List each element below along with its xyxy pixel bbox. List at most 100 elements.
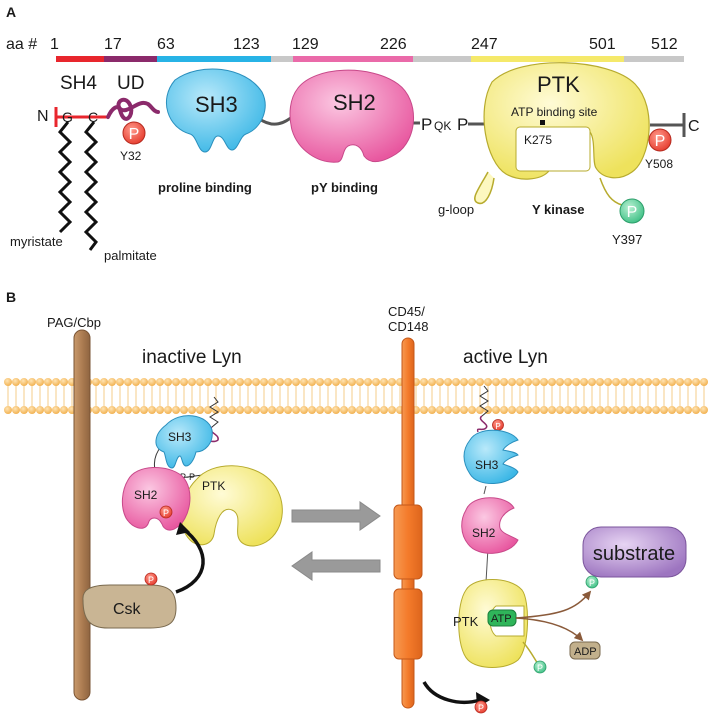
lipid-head bbox=[388, 378, 396, 386]
lipid-head bbox=[252, 378, 260, 386]
lipid-head bbox=[484, 406, 492, 414]
active-sh2-label: SH2 bbox=[472, 526, 496, 540]
active-lyn-label: active Lyn bbox=[463, 347, 548, 368]
dephosphorylation-arrow bbox=[422, 681, 481, 704]
sh2-domain-shape bbox=[289, 69, 414, 163]
lipid-head bbox=[692, 378, 700, 386]
lipid-head bbox=[20, 378, 28, 386]
phospho-y32-letter: P bbox=[129, 126, 140, 143]
inactive-pp-label: P-P bbox=[180, 472, 195, 482]
lipid-head bbox=[332, 406, 340, 414]
phosphotransfer-arrow bbox=[515, 590, 592, 619]
bar-linker-1 bbox=[271, 56, 293, 62]
lipid-head bbox=[100, 378, 108, 386]
aa-pos-123: 123 bbox=[233, 36, 260, 53]
lipid-head bbox=[436, 378, 444, 386]
lipid-head bbox=[156, 406, 164, 414]
lipid-head bbox=[348, 406, 356, 414]
inactive-sh3-label: SH3 bbox=[168, 430, 192, 444]
csk-shape bbox=[82, 584, 177, 629]
inactive-lyn-complex: SH3 P-P PTK SH2 P bbox=[121, 396, 283, 547]
aa-pos-512: 512 bbox=[651, 36, 678, 53]
inactive-sh2-shape bbox=[121, 466, 191, 531]
lipid-head bbox=[324, 406, 332, 414]
myristate-label: myristate bbox=[10, 234, 63, 249]
lipid-head bbox=[660, 406, 668, 414]
cd45-label-line1: CD45/ bbox=[388, 304, 425, 319]
lipid-head bbox=[148, 378, 156, 386]
inactive-sh2-label: SH2 bbox=[134, 488, 158, 502]
motif-p-2: P bbox=[457, 115, 468, 134]
lipid-head bbox=[652, 378, 660, 386]
k275-marker bbox=[540, 120, 545, 125]
lipid-head bbox=[316, 378, 324, 386]
lipid-head bbox=[116, 406, 124, 414]
lipid-head bbox=[452, 406, 460, 414]
lipid-head bbox=[508, 378, 516, 386]
lipid-head bbox=[172, 378, 180, 386]
lipid-head bbox=[180, 378, 188, 386]
lipid-head bbox=[548, 406, 556, 414]
lipid-head bbox=[612, 378, 620, 386]
lipid-head bbox=[236, 378, 244, 386]
lipid-head bbox=[92, 378, 100, 386]
lipid-head bbox=[332, 378, 340, 386]
lipid-head bbox=[244, 378, 252, 386]
ptk-label: PTK bbox=[537, 72, 580, 97]
lipid-head bbox=[548, 378, 556, 386]
lipid-head bbox=[172, 406, 180, 414]
lipid-head bbox=[52, 378, 60, 386]
residue-g: G bbox=[62, 109, 73, 125]
lipid-head bbox=[372, 406, 380, 414]
ud-label: UD bbox=[117, 73, 144, 94]
lipid-head bbox=[468, 406, 476, 414]
atp-binding-site-label: ATP binding site bbox=[511, 105, 598, 119]
bar-sh2 bbox=[293, 56, 413, 62]
lipid-head bbox=[260, 406, 268, 414]
lipid-head bbox=[108, 406, 116, 414]
lipid-head bbox=[268, 406, 276, 414]
substrate-shape bbox=[582, 526, 687, 578]
bar-sh3 bbox=[157, 56, 271, 62]
lipid-head bbox=[4, 378, 12, 386]
lipid-head bbox=[156, 378, 164, 386]
lipid-head bbox=[204, 406, 212, 414]
lipid-head bbox=[276, 378, 284, 386]
lipid-head bbox=[356, 406, 364, 414]
lipid-head bbox=[460, 378, 468, 386]
y397-loop bbox=[599, 177, 623, 206]
lipid-head bbox=[604, 406, 612, 414]
pag-cbp-label: PAG/Cbp bbox=[47, 315, 101, 330]
lipid-head bbox=[188, 378, 196, 386]
active-activation-loop bbox=[522, 641, 539, 665]
lipid-head bbox=[556, 406, 564, 414]
lipid-head bbox=[12, 406, 20, 414]
active-ud-phospho-letter: P bbox=[495, 422, 500, 431]
inactive-sh3-shape bbox=[155, 415, 213, 469]
lipid-head bbox=[628, 378, 636, 386]
lipid-head bbox=[300, 378, 308, 386]
lipid-head bbox=[524, 406, 532, 414]
lipid-head bbox=[132, 406, 140, 414]
bar-ud bbox=[104, 56, 157, 62]
lipid-head bbox=[556, 378, 564, 386]
inactive-phospho-icon bbox=[159, 505, 173, 519]
lipid-head bbox=[228, 406, 236, 414]
phospho-y32-icon bbox=[122, 121, 146, 145]
bar-ptk bbox=[471, 56, 624, 62]
lipid-head bbox=[196, 378, 204, 386]
lipid-head bbox=[132, 378, 140, 386]
c-terminus: C bbox=[688, 118, 700, 135]
lipid-head bbox=[292, 378, 300, 386]
inactive-ptk-shape bbox=[180, 465, 283, 547]
lipid-head bbox=[620, 406, 628, 414]
lipid-head bbox=[180, 406, 188, 414]
lipid-head bbox=[564, 378, 572, 386]
lipid-head bbox=[516, 406, 524, 414]
lipid-head bbox=[612, 406, 620, 414]
lipid-head bbox=[220, 378, 228, 386]
active-ud-loop bbox=[476, 415, 488, 433]
aa-pos-17: 17 bbox=[104, 36, 122, 53]
lipid-head bbox=[540, 378, 548, 386]
